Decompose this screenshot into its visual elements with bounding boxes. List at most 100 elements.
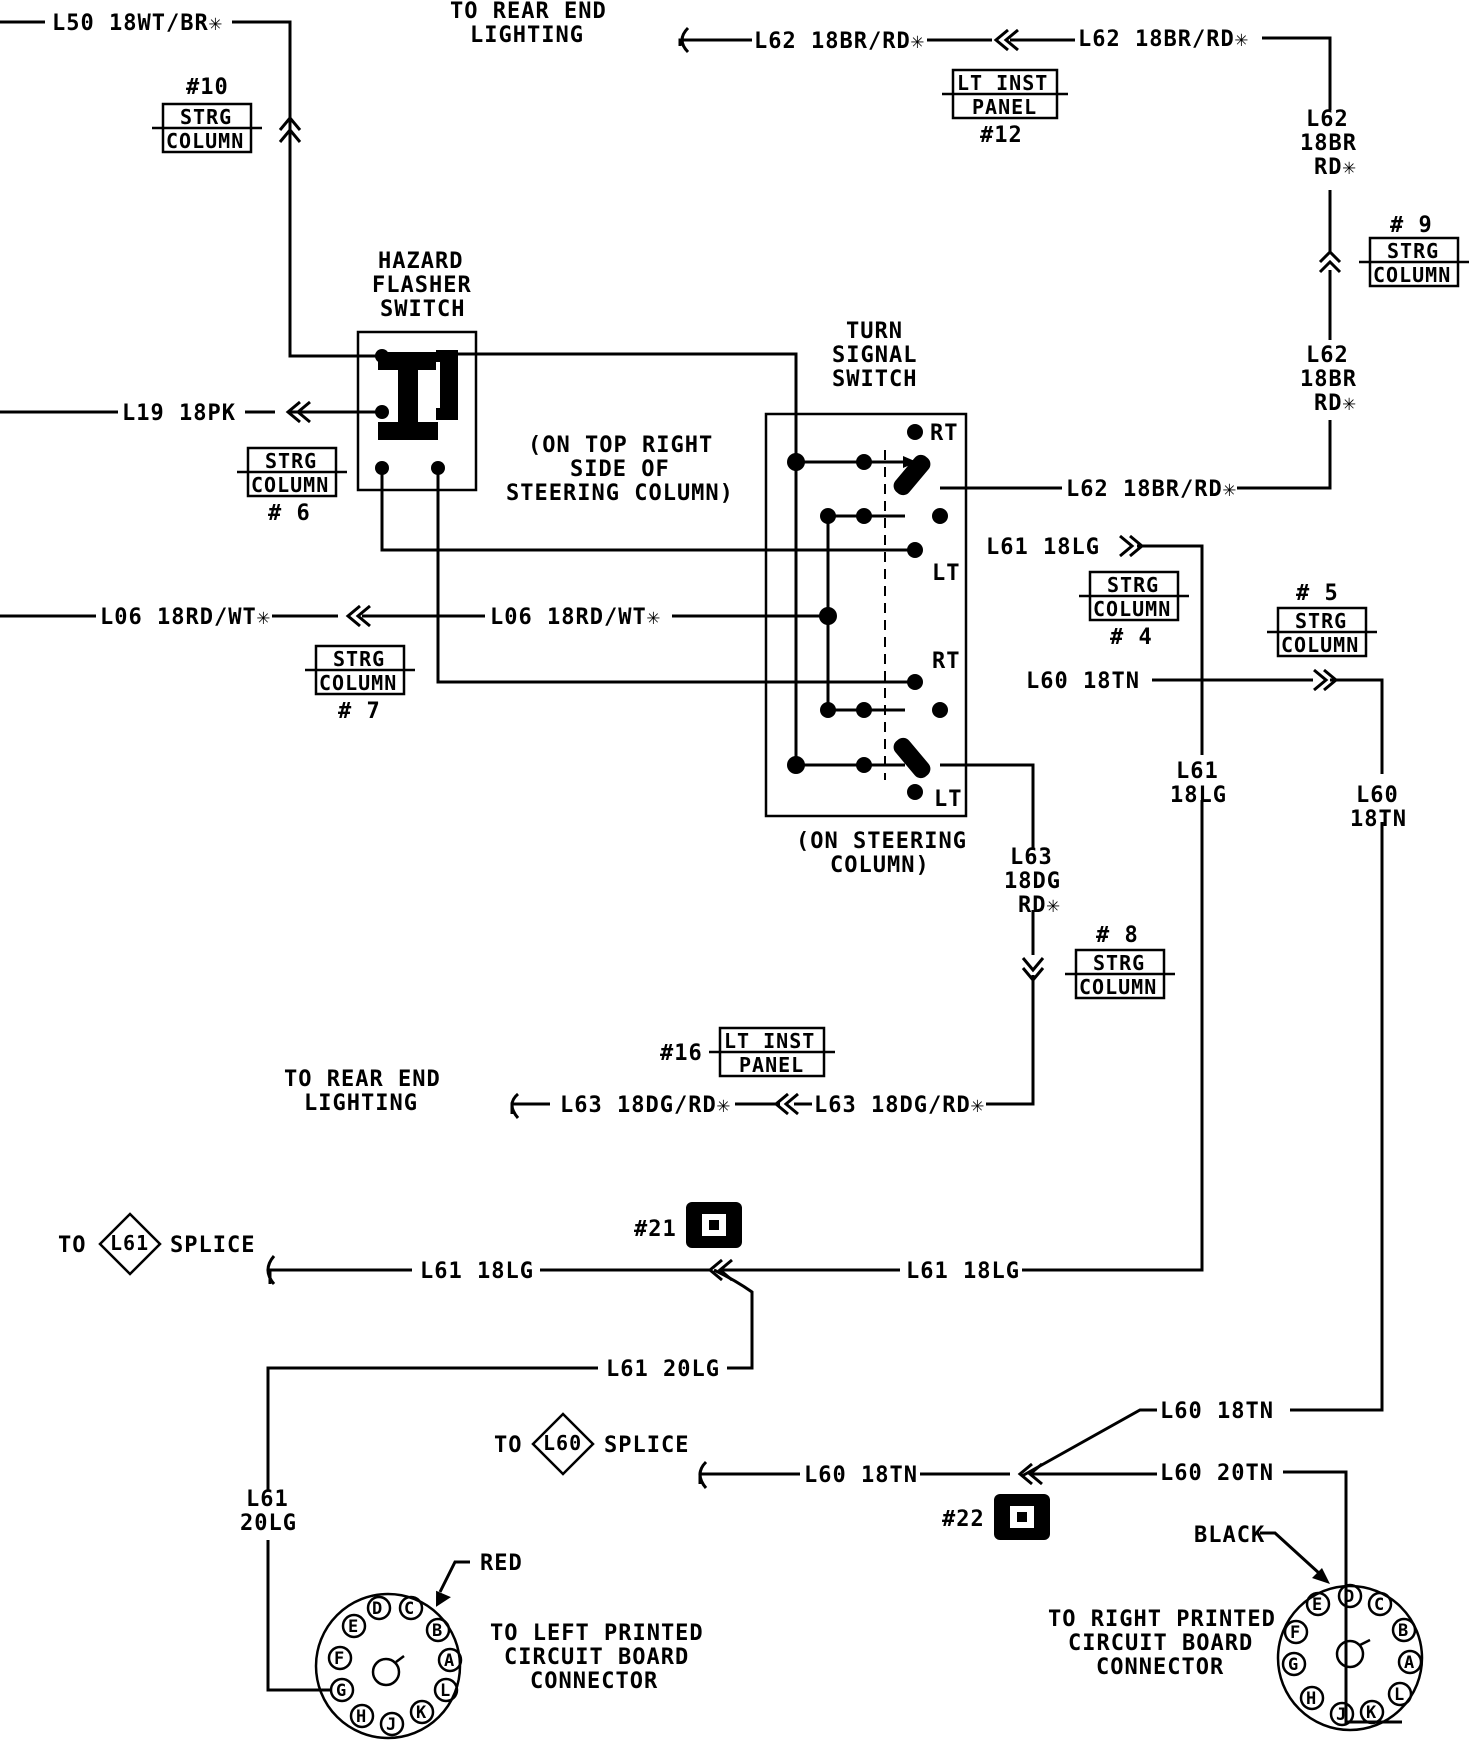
connector-strg: STRG xyxy=(1107,573,1159,597)
wire-l60-r3 xyxy=(1290,822,1384,1412)
right-pcb-label: TO RIGHT PRINTED xyxy=(1048,1607,1276,1632)
wire-l63-v3 xyxy=(986,975,1035,1106)
connector-chevron xyxy=(707,1258,733,1282)
to-label: TO xyxy=(58,1233,87,1258)
strg-column-connector-6 xyxy=(237,446,347,498)
left-pcb-label: CIRCUIT BOARD xyxy=(504,1645,689,1670)
wire-label-l62: RD✳ xyxy=(1314,155,1357,180)
connector-column: COLUMN xyxy=(1373,263,1451,287)
pin-label: A xyxy=(1404,1653,1415,1673)
connector-chevron xyxy=(1021,957,1045,983)
right-pcb-label: CIRCUIT BOARD xyxy=(1068,1631,1253,1656)
lt-label: LT xyxy=(932,561,961,586)
connector-number: # 6 xyxy=(268,501,311,526)
wire-label-l61-20: L61 20LG xyxy=(606,1357,720,1382)
wire-label-l62: L62 18BR/RD✳ xyxy=(1066,477,1237,502)
wire-label-l06: L06 18RD/WT✳ xyxy=(100,605,271,630)
connector-number: #22 xyxy=(942,1507,985,1532)
connector-chevron xyxy=(1318,249,1342,274)
wire-l62-r1 xyxy=(1262,36,1332,110)
hazard-location-note: STEERING COLUMN) xyxy=(506,481,734,506)
rear-lighting-label: LIGHTING xyxy=(470,23,584,48)
wire-hazard-rt xyxy=(436,468,915,684)
wire-break-icon xyxy=(266,1255,276,1285)
connector-column: COLUMN xyxy=(1281,633,1359,657)
connector-lt-inst: LT INST xyxy=(957,71,1048,95)
connector-number: # 8 xyxy=(1096,923,1139,948)
pin-label: H xyxy=(356,1707,367,1727)
connector-strg: STRG xyxy=(333,647,385,671)
pin-label: L xyxy=(440,1681,451,1701)
pin-label: D xyxy=(1344,1587,1355,1607)
connector-number: # 7 xyxy=(338,699,381,724)
l60-diamond-label: L60 xyxy=(543,1431,582,1455)
wire-l61-20-c xyxy=(266,1540,330,1692)
connector-strg: STRG xyxy=(1295,609,1347,633)
wire-l61-20-b xyxy=(266,1366,598,1490)
connector-panel: PANEL xyxy=(972,95,1037,119)
connector-number: # 4 xyxy=(1110,625,1153,650)
l61-diamond-label: L61 xyxy=(110,1231,149,1255)
rear-lighting-label: TO REAR END xyxy=(284,1067,441,1092)
connector-chevron xyxy=(1119,534,1145,558)
wire-label-l60: L60 18TN xyxy=(804,1463,918,1488)
splice-label: SPLICE xyxy=(604,1433,689,1458)
wire-label-l61: L61 18LG xyxy=(906,1259,1020,1284)
pin-label: A xyxy=(444,1651,455,1671)
wire-label-l63: RD✳ xyxy=(1018,893,1061,918)
black-label: BLACK xyxy=(1194,1523,1265,1548)
wire-label-l62: RD✳ xyxy=(1314,391,1357,416)
l61-splice-diamond-icon xyxy=(98,1212,162,1276)
wire-label-l63: L63 18DG/RD✳ xyxy=(814,1093,985,1118)
pin-label: F xyxy=(334,1649,345,1669)
wire-label-l60: L60 18TN xyxy=(1026,669,1140,694)
turn-location-note: COLUMN) xyxy=(830,853,930,878)
turn-switch-title: TURN xyxy=(846,319,903,344)
connector-strg: STRG xyxy=(1093,951,1145,975)
connector-number: #10 xyxy=(186,75,229,100)
left-pcb-pins: D C E B F A G L H J K xyxy=(327,1595,463,1737)
pin-label: E xyxy=(348,1617,359,1637)
connector-column: COLUMN xyxy=(1093,597,1171,621)
l60-splice-diamond-icon xyxy=(531,1412,595,1476)
hazard-switch-body xyxy=(356,330,478,492)
wire-l62-stub xyxy=(678,38,688,46)
right-pcb-connector: D C E B F A G L H J K xyxy=(1260,1531,1424,1732)
pin-label: K xyxy=(1366,1703,1377,1723)
pin-label: J xyxy=(1336,1705,1347,1725)
pin-label: J xyxy=(386,1715,397,1735)
wire-label-l50: L50 18WT/BR✳ xyxy=(52,11,223,36)
connector-number: #16 xyxy=(660,1041,703,1066)
connector-lt-inst: LT INST xyxy=(724,1029,815,1053)
strg-column-connector-10 xyxy=(152,102,262,154)
right-pcb-label: CONNECTOR xyxy=(1096,1655,1224,1680)
connector-strg: STRG xyxy=(180,105,232,129)
connector-number: #12 xyxy=(980,123,1023,148)
pin-label: B xyxy=(432,1621,443,1641)
rt-label: RT xyxy=(932,649,961,674)
wire-label-l61: L61 18LG xyxy=(420,1259,534,1284)
wire-l61-r1 xyxy=(1137,544,1204,755)
hazard-switch-contacts xyxy=(375,349,458,475)
wire-label-l61: L61 18LG xyxy=(986,535,1100,560)
rear-lighting-label: LIGHTING xyxy=(304,1091,418,1116)
connector-block-21-icon xyxy=(686,1202,742,1248)
wire-break-icon xyxy=(680,26,690,54)
wire-l60-r2 xyxy=(1330,678,1384,774)
lt-inst-panel-connector-16 xyxy=(709,1026,835,1078)
connector-column: COLUMN xyxy=(319,671,397,695)
wire-label-l63: L63 18DG/RD✳ xyxy=(560,1093,731,1118)
wire-l61-b1 xyxy=(268,1268,412,1284)
wire-label-l61: 18LG xyxy=(1170,783,1227,808)
wire-label-l62: L62 xyxy=(1306,343,1349,368)
turn-signal-switch-contacts xyxy=(787,424,948,800)
pin-label: C xyxy=(404,1599,415,1619)
wire-label-l61-20: L61 xyxy=(246,1487,289,1512)
connector-chevron xyxy=(285,400,311,424)
connector-number: # 5 xyxy=(1296,581,1339,606)
wire-break-icon xyxy=(510,1092,520,1119)
left-pcb-label: TO LEFT PRINTED xyxy=(490,1621,704,1646)
wire-label-l62: 18BR xyxy=(1300,131,1357,156)
connector-chevron xyxy=(993,28,1019,52)
connector-column: COLUMN xyxy=(1079,975,1157,999)
